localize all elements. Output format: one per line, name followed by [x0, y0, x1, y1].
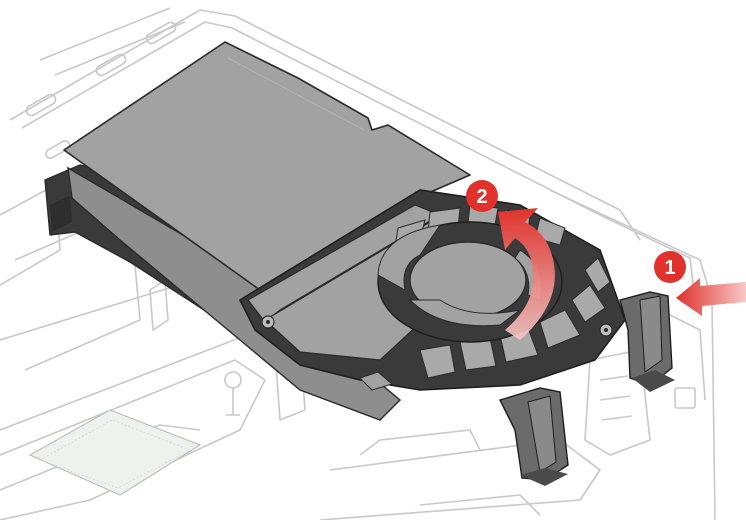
memory-module — [28, 409, 202, 496]
step-callout-2: 2 — [466, 180, 498, 212]
fan-latch-right — [619, 291, 675, 392]
step-callout-1: 1 — [654, 251, 686, 283]
fan-latch-bottom — [499, 387, 569, 486]
pivot-arrow — [498, 208, 555, 340]
step-number-1: 1 — [664, 257, 675, 279]
push-arrow — [676, 278, 746, 316]
step-number-2: 2 — [476, 186, 487, 208]
